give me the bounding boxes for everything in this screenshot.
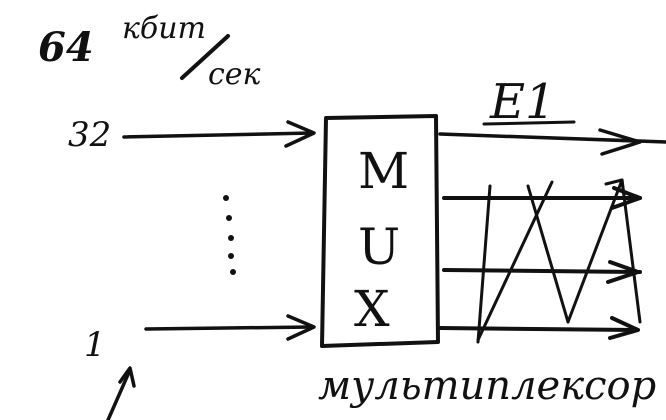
- mux-letter-m: M: [358, 142, 410, 200]
- input-arrow-top: [122, 120, 316, 148]
- mux-letter-x: X: [354, 280, 390, 338]
- rate-unit-numerator: кбит: [122, 11, 206, 46]
- output-arrow: [438, 128, 666, 156]
- input-label-bottom: 1: [84, 325, 106, 365]
- output-label-underline: [482, 120, 576, 126]
- pointer-arrow: [106, 366, 136, 420]
- mux-letter-u: U: [358, 218, 401, 276]
- rate-slash: [180, 34, 230, 80]
- input-ellipsis: [223, 195, 236, 275]
- input-arrow-bottom: [144, 314, 316, 341]
- interleave-zigzag: [476, 178, 642, 344]
- output-label: E1: [490, 74, 556, 130]
- rate-value: 64: [38, 24, 94, 71]
- rate-unit-denominator: сек: [208, 57, 261, 92]
- mux-box: [320, 114, 440, 348]
- time-slot-lines: [438, 186, 642, 340]
- input-label-top: 32: [68, 115, 112, 155]
- caption: мультиплексор: [318, 363, 657, 409]
